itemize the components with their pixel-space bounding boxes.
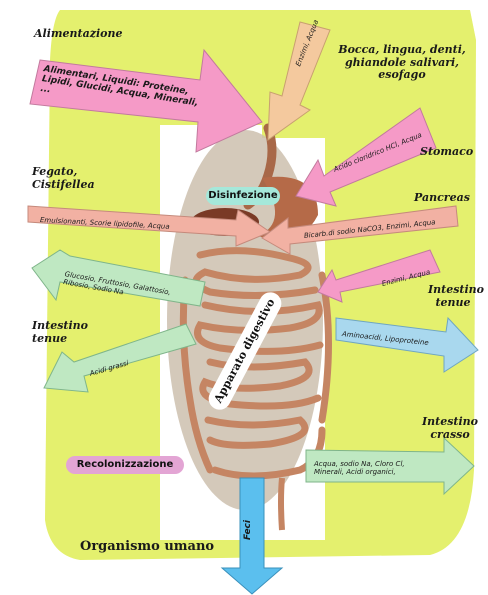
label-stomaco: Stomaco	[420, 146, 473, 159]
label-alimentazione: Alimentazione	[34, 28, 123, 41]
rectum	[281, 478, 282, 530]
text-acqua-sodio: Acqua, sodio Na, Cloro Cl, Minerali, Aci…	[314, 460, 434, 476]
label-organismo: Organismo umano	[80, 540, 214, 555]
label-intestino-tenue-left: Intestino tenue	[32, 320, 82, 345]
text-feci: Feci	[243, 520, 253, 540]
label-fegato: Fegato, Cistifellea	[32, 166, 102, 191]
pill-disinfezione: Disinfezione	[206, 187, 280, 205]
label-bocca: Bocca, lingua, denti, ghiandole salivari…	[332, 44, 472, 82]
label-intestino-crasso: Intestino crasso	[422, 416, 478, 441]
label-pancreas: Pancreas	[414, 192, 470, 205]
pill-recolonizzazione: Recolonizzazione	[66, 456, 184, 474]
label-intestino-tenue-right: Intestino tenue	[428, 284, 478, 309]
